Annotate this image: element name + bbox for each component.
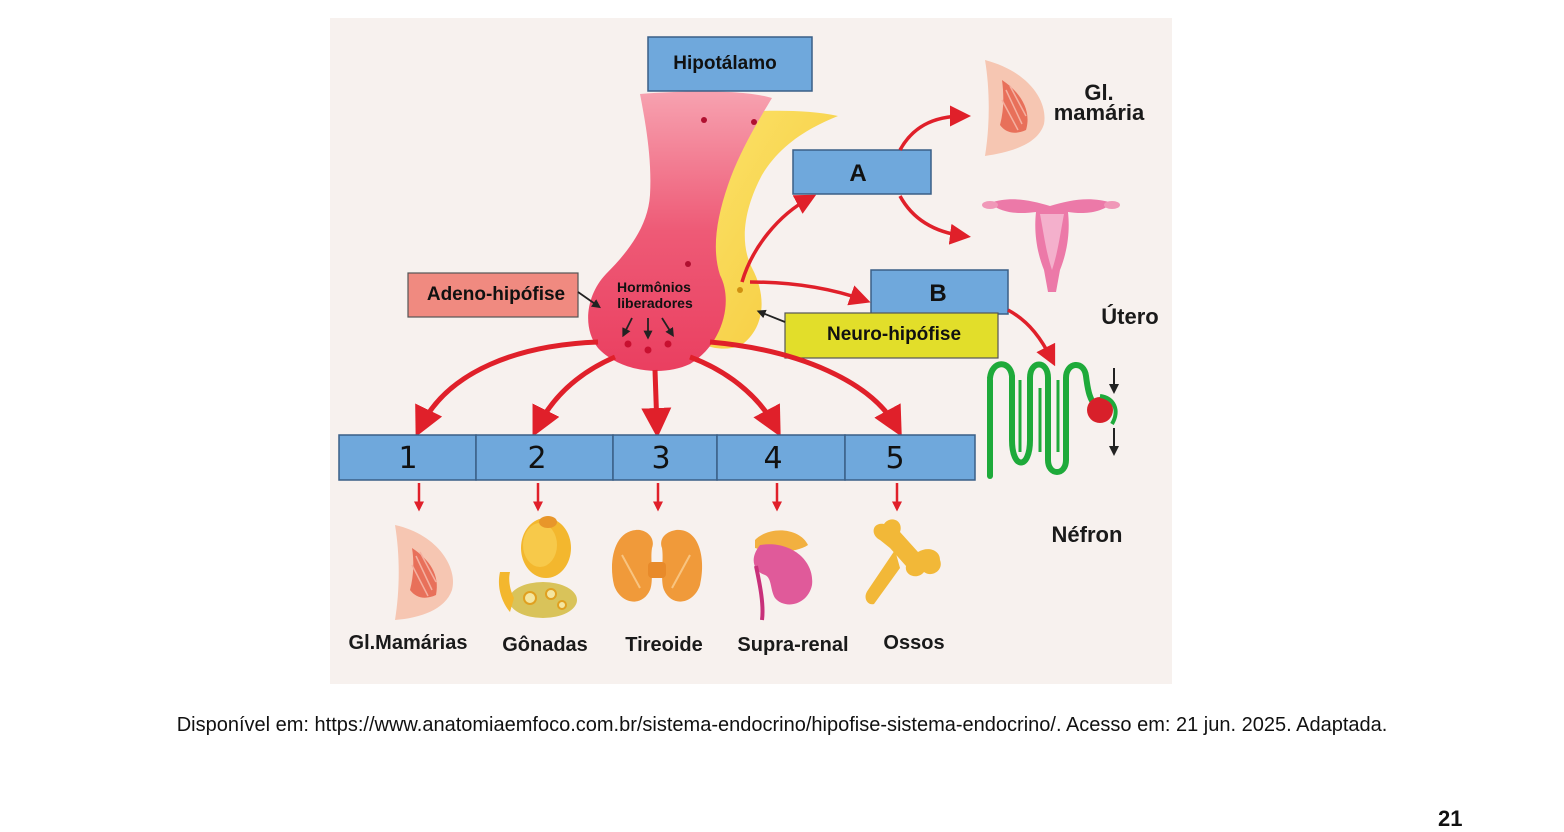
target-label-5: 5 — [885, 441, 904, 476]
hormone-dot — [664, 340, 672, 348]
right-mammary-label-line2: mamária — [1054, 100, 1145, 125]
target-label-1: 1 — [398, 441, 417, 476]
right-mammary-label-line1: Gl. — [1084, 80, 1113, 105]
adeno-hipofise-gland — [588, 91, 772, 371]
box-b — [870, 269, 1009, 315]
target-box-1 — [338, 434, 477, 481]
target-label-2: 2 — [527, 441, 546, 476]
releasing-hormones-line1: Hormônios — [617, 279, 691, 295]
source-citation: Disponível em: https://www.anatomiaemfoc… — [176, 714, 1388, 736]
organ-label-bones: Ossos — [883, 632, 944, 654]
adrenal-kidney-icon — [753, 530, 813, 621]
mammary-gland-icon — [395, 525, 454, 620]
arrow-to-a — [740, 194, 817, 283]
nephron-label: Néfron — [1052, 522, 1123, 547]
bone-icon — [865, 519, 941, 605]
arrow-to-4 — [689, 354, 781, 437]
neuro-hipofise-box — [784, 312, 999, 359]
organ-label-thyroid: Tireoide — [625, 634, 702, 656]
box-a-label: A — [849, 160, 866, 187]
arrow-a-to-uterus — [898, 195, 971, 245]
arrow-to-2 — [532, 354, 616, 437]
target-boxes: 1 2 3 4 5 — [338, 434, 976, 481]
target-label-4: 4 — [763, 441, 782, 476]
gonads-icon — [498, 516, 577, 618]
right-mammary-gland-icon — [985, 60, 1045, 156]
adeno-hipofise-box — [407, 272, 579, 318]
neuron-dot — [701, 117, 707, 123]
target-label-3: 3 — [651, 441, 670, 476]
arrow-b-to-nephron — [1007, 308, 1056, 367]
releasing-hormones-line2: liberadores — [617, 295, 693, 311]
page-number: 21 — [1438, 806, 1463, 831]
organ-label-mammary: Gl.Mamárias — [349, 632, 468, 654]
target-box-3 — [612, 434, 718, 481]
adeno-pointer — [577, 291, 601, 309]
uterus-icon — [982, 199, 1120, 292]
target-box-4 — [716, 434, 846, 481]
neuro-pointer — [756, 309, 786, 323]
hypothalamus-box — [647, 36, 813, 92]
box-a — [792, 149, 932, 195]
neuro-hipofise-label: Neuro-hipófise — [827, 324, 961, 345]
nephron-icon — [987, 361, 1119, 479]
arrow-to-1 — [415, 339, 599, 438]
hormone-dot — [644, 346, 652, 354]
neuron-dot — [751, 119, 757, 125]
release-arrow — [622, 317, 633, 338]
adeno-hipofise-label: Adeno-hipófise — [427, 284, 565, 305]
hormone-dot — [624, 340, 632, 348]
release-arrow — [661, 317, 674, 338]
arrow-to-b — [749, 280, 871, 306]
organ-label-gonads: Gônadas — [502, 634, 588, 656]
arrow-to-5 — [709, 339, 902, 437]
organ-label-adrenal: Supra-renal — [737, 634, 848, 656]
thyroid-icon — [611, 529, 703, 602]
target-box-5 — [844, 434, 976, 481]
uterus-label: Útero — [1101, 304, 1158, 329]
hypothalamus-label: Hipotálamo — [673, 53, 776, 74]
box-b-label: B — [929, 280, 946, 307]
target-box-2 — [475, 434, 614, 481]
arrow-to-3 — [641, 369, 672, 438]
neuron-dot — [685, 261, 691, 267]
neuron-dot — [737, 287, 743, 293]
arrow-a-to-mammary — [898, 105, 971, 151]
